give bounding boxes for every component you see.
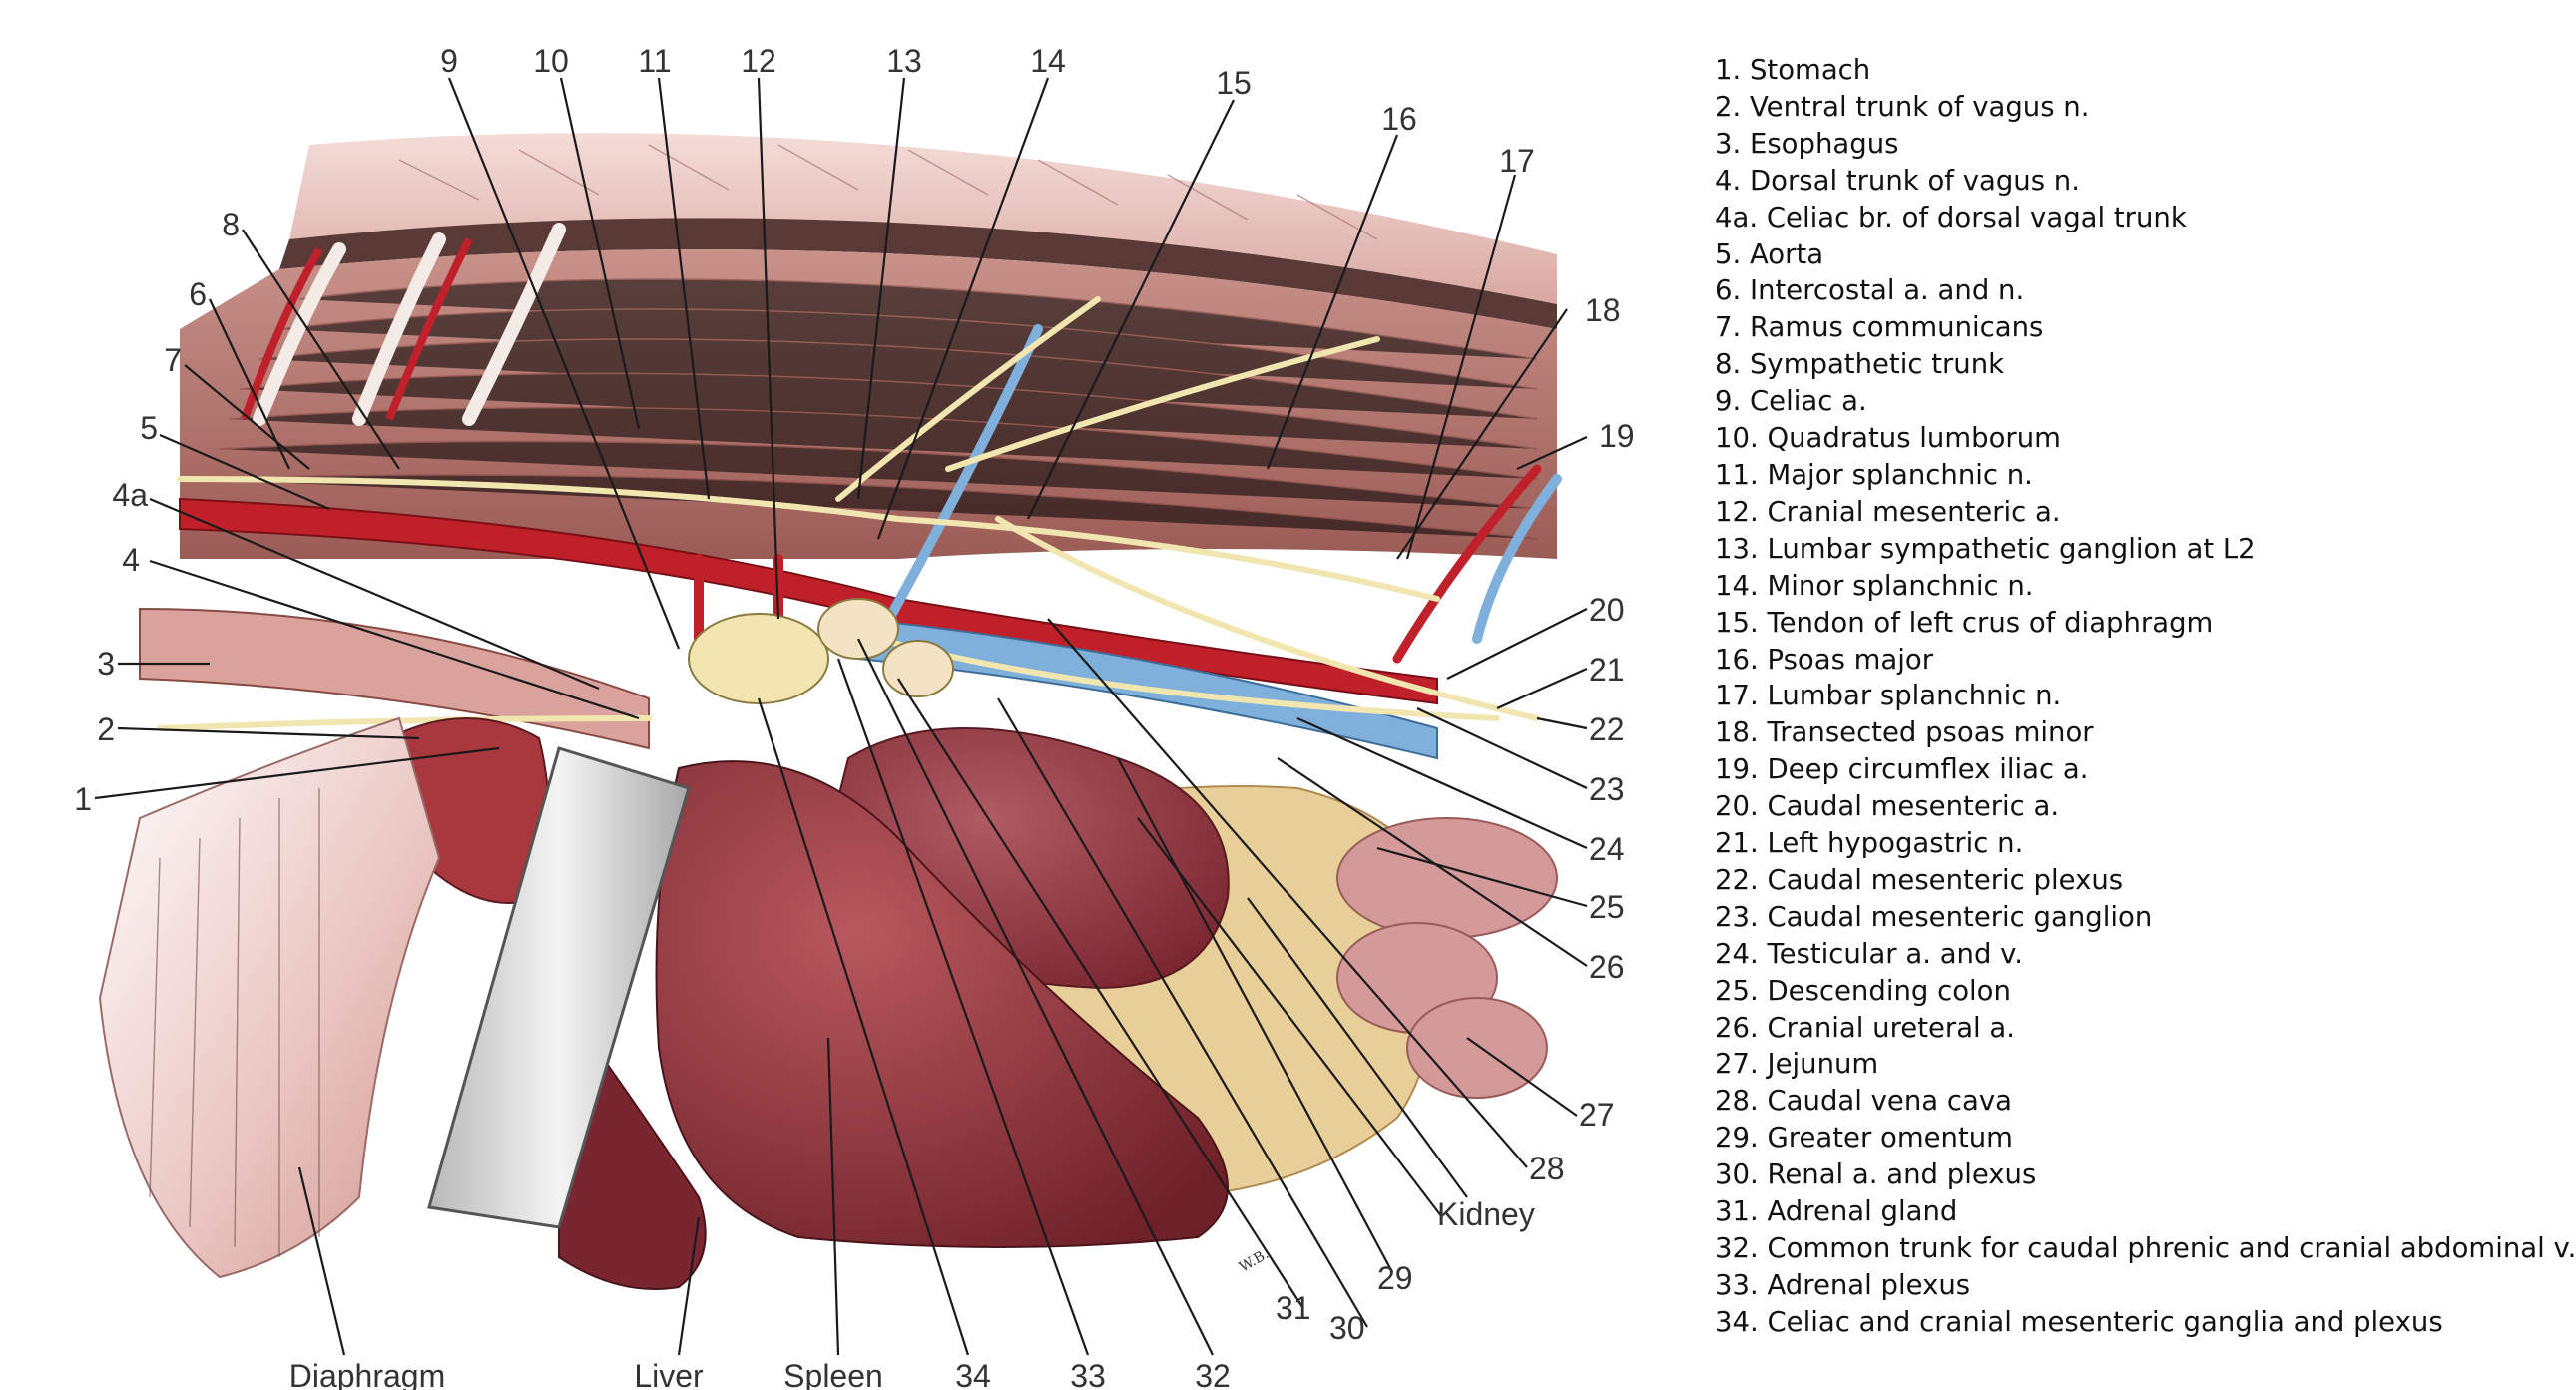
legend-item: 2. Ventral trunk of vagus n. — [1715, 90, 2090, 123]
legend-item: 23. Caudal mesenteric ganglion — [1715, 900, 2153, 933]
legend-item: 7. Ramus communicans — [1715, 311, 2044, 344]
legend-item: 28. Caudal vena cava — [1715, 1085, 2012, 1118]
legend-item: 4a. Celiac br. of dorsal vagal trunk — [1715, 201, 2187, 233]
callout-17: 17 — [1499, 143, 1535, 179]
diaphragm — [98, 716, 441, 1279]
legend-item: 11. Major splanchnic n. — [1715, 458, 2033, 491]
legend-item: 4. Dorsal trunk of vagus n. — [1715, 164, 2080, 197]
legend-item: 33. Adrenal plexus — [1715, 1268, 1971, 1301]
callout-13: 13 — [886, 43, 922, 79]
callout-5: 5 — [140, 410, 158, 446]
callout-16: 16 — [1381, 101, 1417, 137]
legend-item: 1. Stomach — [1715, 54, 1871, 86]
callout-10: 10 — [533, 43, 569, 79]
legend-item: 3. Esophagus — [1715, 127, 1899, 160]
legend-list: 1. Stomach 2. Ventral trunk of vagus n. 3.… — [1715, 52, 2576, 1341]
callout-4: 4 — [122, 542, 140, 578]
legend-item: 10. Quadratus lumborum — [1715, 422, 2061, 455]
legend-item: 6. Intercostal a. and n. — [1715, 274, 2025, 307]
label-kidney: Kidney — [1437, 1196, 1535, 1232]
legend-item: 27. Jejunum — [1715, 1048, 1879, 1081]
legend-item: 34. Celiac and cranial mesenteric gangli… — [1715, 1305, 2443, 1338]
callout-7: 7 — [164, 342, 182, 378]
legend-item: 20. Caudal mesenteric a. — [1715, 790, 2060, 823]
label-liver: Liver — [634, 1358, 704, 1390]
legend-item: 31. Adrenal gland — [1715, 1195, 1958, 1228]
callout-22: 22 — [1589, 711, 1625, 747]
callout-18: 18 — [1585, 292, 1621, 328]
callout-15: 15 — [1216, 65, 1252, 101]
callout-19: 19 — [1599, 418, 1635, 454]
legend-item: 30. Renal a. and plexus — [1715, 1158, 2037, 1191]
legend-item: 26. Cranial ureteral a. — [1715, 1011, 2016, 1044]
vessels-upper — [694, 324, 1562, 664]
callout-12: 12 — [741, 43, 776, 79]
legend-item: 14. Minor splanchnic n. — [1715, 569, 2034, 602]
label-diaphragm: Diaphragm — [289, 1358, 446, 1390]
callout-28: 28 — [1529, 1151, 1565, 1186]
callout-1: 1 — [74, 781, 92, 817]
callout-11: 11 — [638, 43, 671, 79]
callout-21: 21 — [1589, 652, 1625, 688]
callout-2: 2 — [97, 711, 115, 747]
callout-3: 3 — [97, 646, 115, 682]
callout-20: 20 — [1589, 592, 1625, 628]
callout-30: 30 — [1329, 1310, 1365, 1346]
callout-8: 8 — [222, 207, 240, 242]
label-spleen: Spleen — [783, 1358, 883, 1390]
legend-item: 25. Descending colon — [1715, 974, 2011, 1007]
callout-numbers: 1 2 3 4 4a 5 6 7 8 9 10 11 12 13 14 15 1… — [74, 43, 1634, 1390]
callout-32: 32 — [1195, 1358, 1231, 1390]
legend-item: 17. Lumbar splanchnic n. — [1715, 680, 2062, 712]
callout-29: 29 — [1377, 1260, 1413, 1296]
legend-item: 5. Aorta — [1715, 237, 1824, 270]
legend-item: 32. Common trunk for caudal phrenic and … — [1715, 1232, 2576, 1264]
callout-31: 31 — [1276, 1290, 1311, 1326]
legend-item: 15. Tendon of left crus of diaphragm — [1715, 606, 2214, 639]
callout-23: 23 — [1589, 771, 1625, 807]
aorta — [179, 497, 1438, 705]
retractor-band — [427, 746, 691, 1229]
legend-item: 16. Psoas major — [1715, 643, 1934, 676]
callout-9: 9 — [440, 43, 458, 79]
callout-24: 24 — [1589, 831, 1625, 867]
legend-item: 12. Cranial mesenteric a. — [1715, 495, 2061, 528]
legend-item: 19. Deep circumflex iliac a. — [1715, 753, 2089, 786]
legend-item: 9. Celiac a. — [1715, 385, 1867, 418]
anatomy-illustration: 1 2 3 4 4a 5 6 7 8 9 10 11 12 13 14 15 1… — [74, 43, 1634, 1390]
callout-33: 33 — [1070, 1358, 1106, 1390]
legend-item: 29. Greater omentum — [1715, 1122, 2013, 1155]
callout-34: 34 — [955, 1358, 991, 1390]
callout-14: 14 — [1030, 43, 1066, 79]
leader-lines — [94, 77, 1588, 1356]
legend-item: 13. Lumbar sympathetic ganglion at L2 — [1715, 532, 2256, 565]
callout-27: 27 — [1579, 1097, 1615, 1133]
legend-item: 18. Transected psoas minor — [1715, 716, 2094, 749]
callout-4a: 4a — [112, 477, 148, 513]
callout-25: 25 — [1589, 889, 1625, 925]
legend-item: 24. Testicular a. and v. — [1715, 937, 2024, 970]
esophagus — [139, 607, 650, 750]
callout-26: 26 — [1589, 949, 1625, 985]
legend-item: 21. Left hypogastric n. — [1715, 827, 2024, 860]
legend-item: 8. Sympathetic trunk — [1715, 348, 2005, 381]
organ-labels: Diaphragm Liver Spleen Kidney — [289, 1196, 1535, 1390]
legend-item: 22. Caudal mesenteric plexus — [1715, 863, 2124, 896]
callout-6: 6 — [189, 276, 207, 312]
